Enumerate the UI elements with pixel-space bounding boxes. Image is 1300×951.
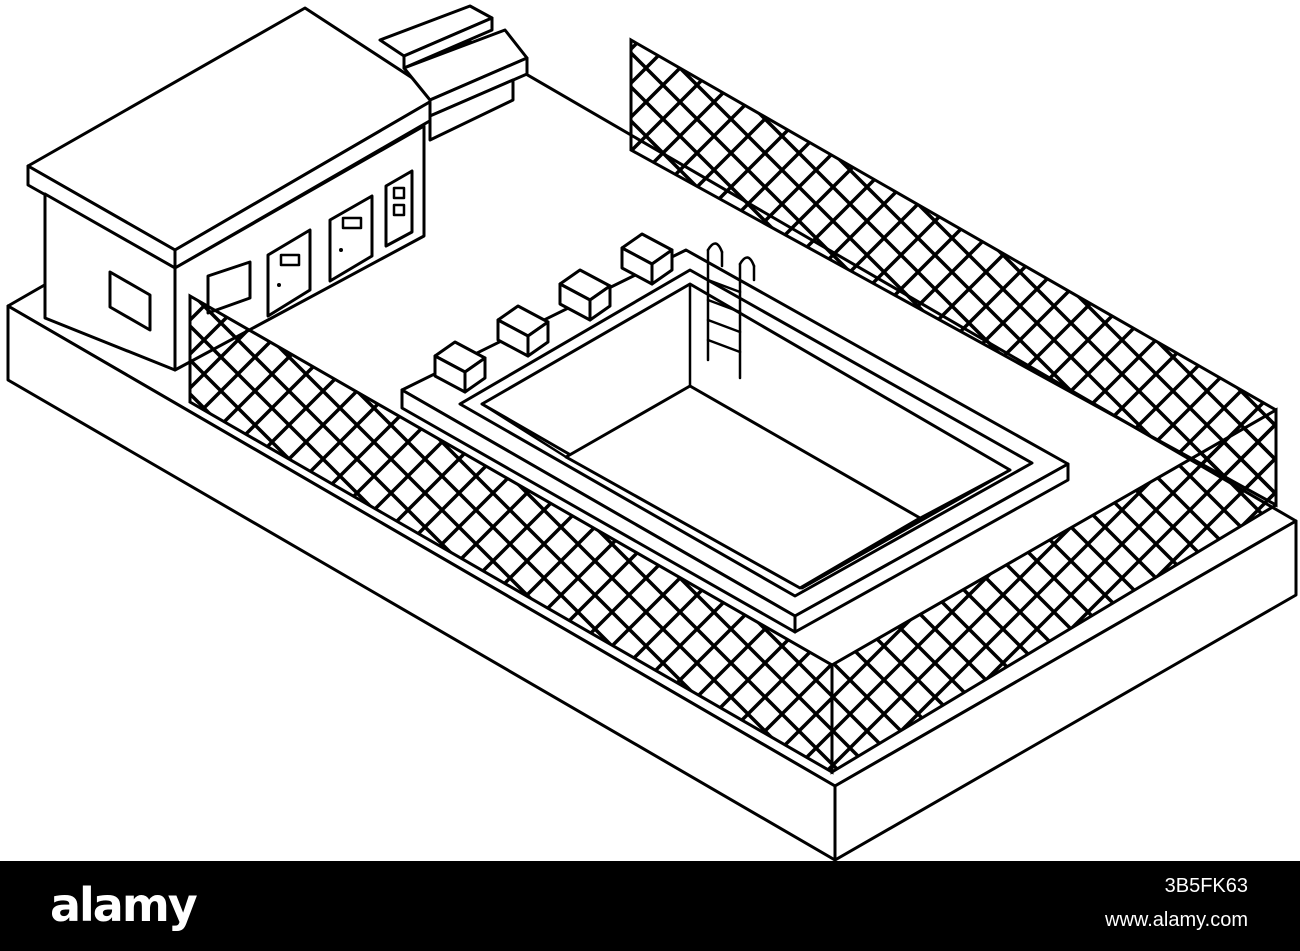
- front-fence-right: [830, 407, 1278, 775]
- starting-block-3: [558, 268, 612, 322]
- pool-deck: [400, 248, 1070, 634]
- image-id: 3B5FK63: [1164, 875, 1248, 897]
- footer-bar: alamy 3B5FK63 www.alamy.com: [0, 861, 1300, 951]
- brand-logo[interactable]: alamy: [50, 878, 198, 932]
- starting-block-4: [620, 232, 674, 286]
- pool-illustration: [6, 4, 1298, 861]
- pool-ladder: [706, 242, 756, 380]
- building-window-left: [108, 270, 152, 332]
- pool-illustration-svg: [6, 4, 1298, 861]
- starting-block-2: [496, 304, 550, 358]
- building-door-1: [266, 228, 312, 318]
- site-url[interactable]: www.alamy.com: [1105, 909, 1248, 931]
- building-door-3: [384, 169, 414, 248]
- rear-steps: [378, 4, 529, 142]
- building: [26, 6, 442, 372]
- starting-block-1: [433, 340, 487, 394]
- building-window-front: [206, 260, 252, 315]
- starting-blocks: [433, 232, 674, 394]
